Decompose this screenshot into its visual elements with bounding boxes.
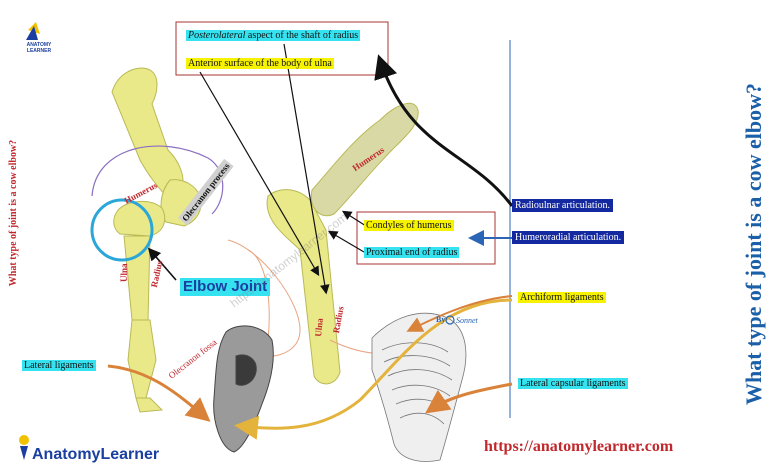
label-proximal-radius-text: Proximal end of radius — [364, 247, 460, 258]
vertical-title-large: What type of joint is a cow elbow? — [741, 82, 766, 406]
left-limb-skeleton — [111, 67, 202, 413]
elbow-outline-curve — [91, 145, 224, 215]
site-url-link[interactable]: https://anatomylearner.com — [484, 438, 674, 455]
label-posterolateral: Posterolateral aspect of the shaft of ra… — [186, 30, 361, 42]
label-posterolateral-rest: aspect of the shaft of radius — [245, 30, 359, 41]
label-condyles-text: Condyles of humerus — [364, 220, 454, 231]
logo-top-text: ANATOMY LEARNER — [26, 42, 52, 54]
label-lateral-ligaments-text: Lateral ligaments — [22, 360, 96, 371]
joint-photo — [213, 325, 274, 453]
label-elbow-joint: Elbow Joint — [180, 278, 271, 296]
right-bones — [266, 102, 419, 385]
label-condyles: Condyles of humerus — [364, 220, 454, 232]
label-radioulnar: Radioulnar articulation. — [512, 199, 613, 212]
label-archiform-text: Archiform ligaments — [518, 292, 606, 303]
top-label-box — [175, 21, 389, 76]
elbow-highlight-circle — [90, 198, 154, 262]
label-sonnet: Sonnet — [456, 316, 478, 325]
sonnet-icon — [445, 315, 455, 325]
label-lateral-capsular-text: Lateral capsular ligaments — [518, 378, 628, 389]
label-lateral-ligaments: Lateral ligaments — [22, 360, 96, 372]
label-posterolateral-em: Posterolateral — [188, 30, 246, 41]
ligament-sketch — [371, 312, 467, 462]
label-archiform: Archiform ligaments — [518, 292, 606, 304]
label-humeroradial-text: Humeroradial articulation. — [512, 231, 625, 244]
label-by: By — [436, 315, 446, 324]
logo-bottom-icon — [19, 435, 29, 460]
logo-bottom-text: AnatomyLearner — [32, 446, 160, 463]
label-lateral-capsular: Lateral capsular ligaments — [518, 378, 628, 390]
label-anterior-ulna-text: Anterior surface of the body of ulna — [186, 58, 334, 69]
label-proximal-radius: Proximal end of radius — [364, 247, 460, 259]
label-radioulnar-text: Radioulnar articulation. — [512, 199, 613, 212]
label-anterior-ulna: Anterior surface of the body of ulna — [186, 58, 334, 70]
label-ulna-right: Ulna — [312, 317, 325, 338]
label-humeroradial: Humeroradial articulation. — [512, 231, 625, 244]
label-ulna-left: Ulna — [119, 263, 129, 282]
vertical-title-small: What type of joint is a cow elbow? — [8, 139, 19, 287]
logo-mark-icon — [26, 22, 40, 40]
